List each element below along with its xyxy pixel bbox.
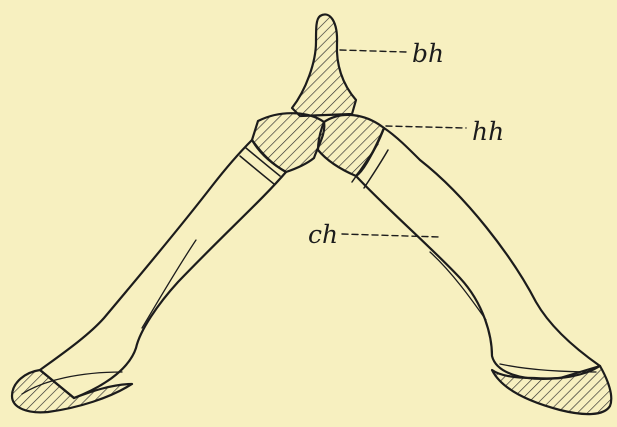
ceratohyal-right xyxy=(356,128,600,379)
hypohyal-left xyxy=(252,113,324,172)
ceratohyal-left xyxy=(40,140,286,398)
label-hypohyal: hh xyxy=(472,119,504,144)
label-basihyal: bh xyxy=(412,41,444,66)
hypohyal-right xyxy=(318,115,384,176)
leader-line-ch xyxy=(342,234,440,237)
basihyal-bone xyxy=(292,14,356,116)
leader-line-bh xyxy=(340,50,406,52)
leader-line-hh xyxy=(386,126,466,128)
label-ceratohyal: ch xyxy=(308,222,338,247)
